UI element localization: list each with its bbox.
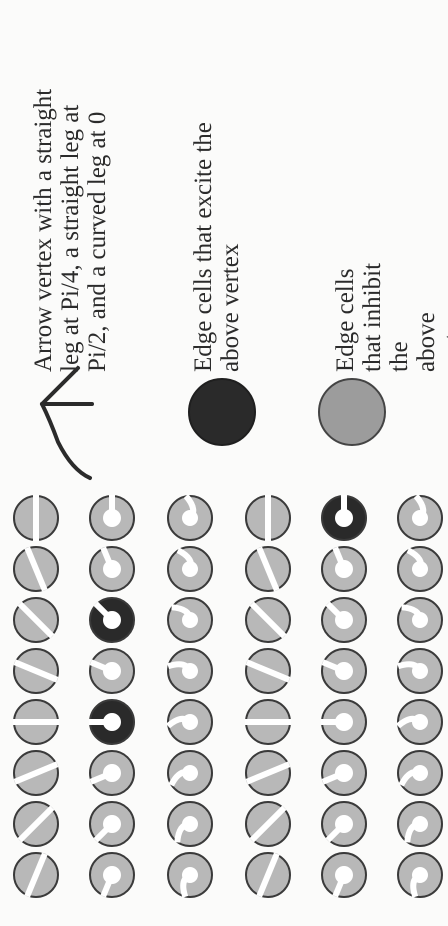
inhibit-swatch xyxy=(319,379,385,445)
arrow-vertex-label: Arrow vertex with a straight leg at Pi/4… xyxy=(30,89,111,372)
inhibit-label: Edge cells that inhibit the above vertex xyxy=(332,256,448,372)
excite-label: Edge cells that excite the above vertex xyxy=(190,122,244,372)
excite-swatch xyxy=(189,379,255,445)
arrow-vertex-icon xyxy=(42,368,92,478)
